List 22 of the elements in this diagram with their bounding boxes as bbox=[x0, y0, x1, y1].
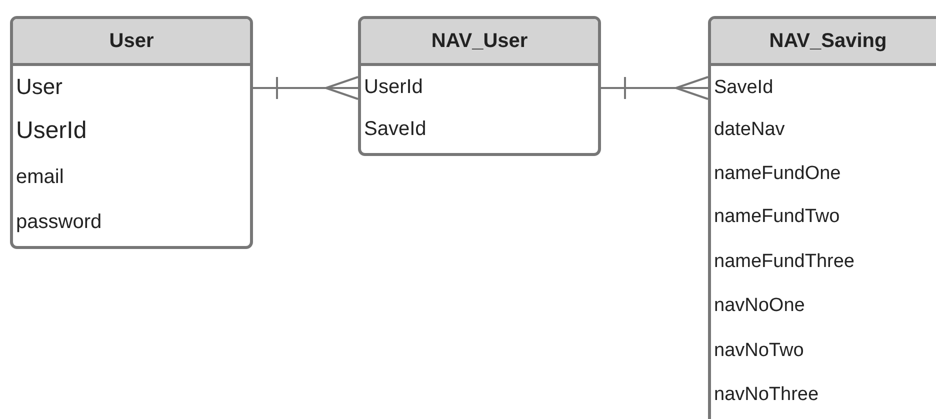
field-name: User bbox=[16, 76, 62, 98]
entity-table bbox=[708, 16, 936, 419]
field-name: UserId bbox=[364, 77, 423, 97]
field-name: dateNav bbox=[714, 120, 785, 139]
entity-table bbox=[358, 16, 601, 156]
entity-table bbox=[10, 16, 253, 249]
table-title: NAV_User bbox=[361, 19, 598, 66]
field-name: SaveId bbox=[364, 119, 426, 139]
field-name: password bbox=[16, 212, 102, 232]
field-name: nameFundThree bbox=[714, 252, 854, 271]
relationship-line bbox=[601, 76, 709, 100]
field-name: nameFundOne bbox=[714, 164, 841, 183]
field-name: navNoOne bbox=[714, 296, 805, 315]
field-name: nameFundTwo bbox=[714, 206, 840, 226]
relationship-line bbox=[253, 76, 359, 100]
field-name: SaveId bbox=[714, 78, 774, 97]
field-name: navNoTwo bbox=[714, 340, 804, 360]
field-name: navNoThree bbox=[714, 384, 819, 404]
field-name: UserId bbox=[16, 118, 87, 143]
table-title: NAV_Saving bbox=[711, 19, 936, 66]
table-title: User bbox=[13, 19, 250, 66]
field-name: email bbox=[16, 167, 64, 187]
